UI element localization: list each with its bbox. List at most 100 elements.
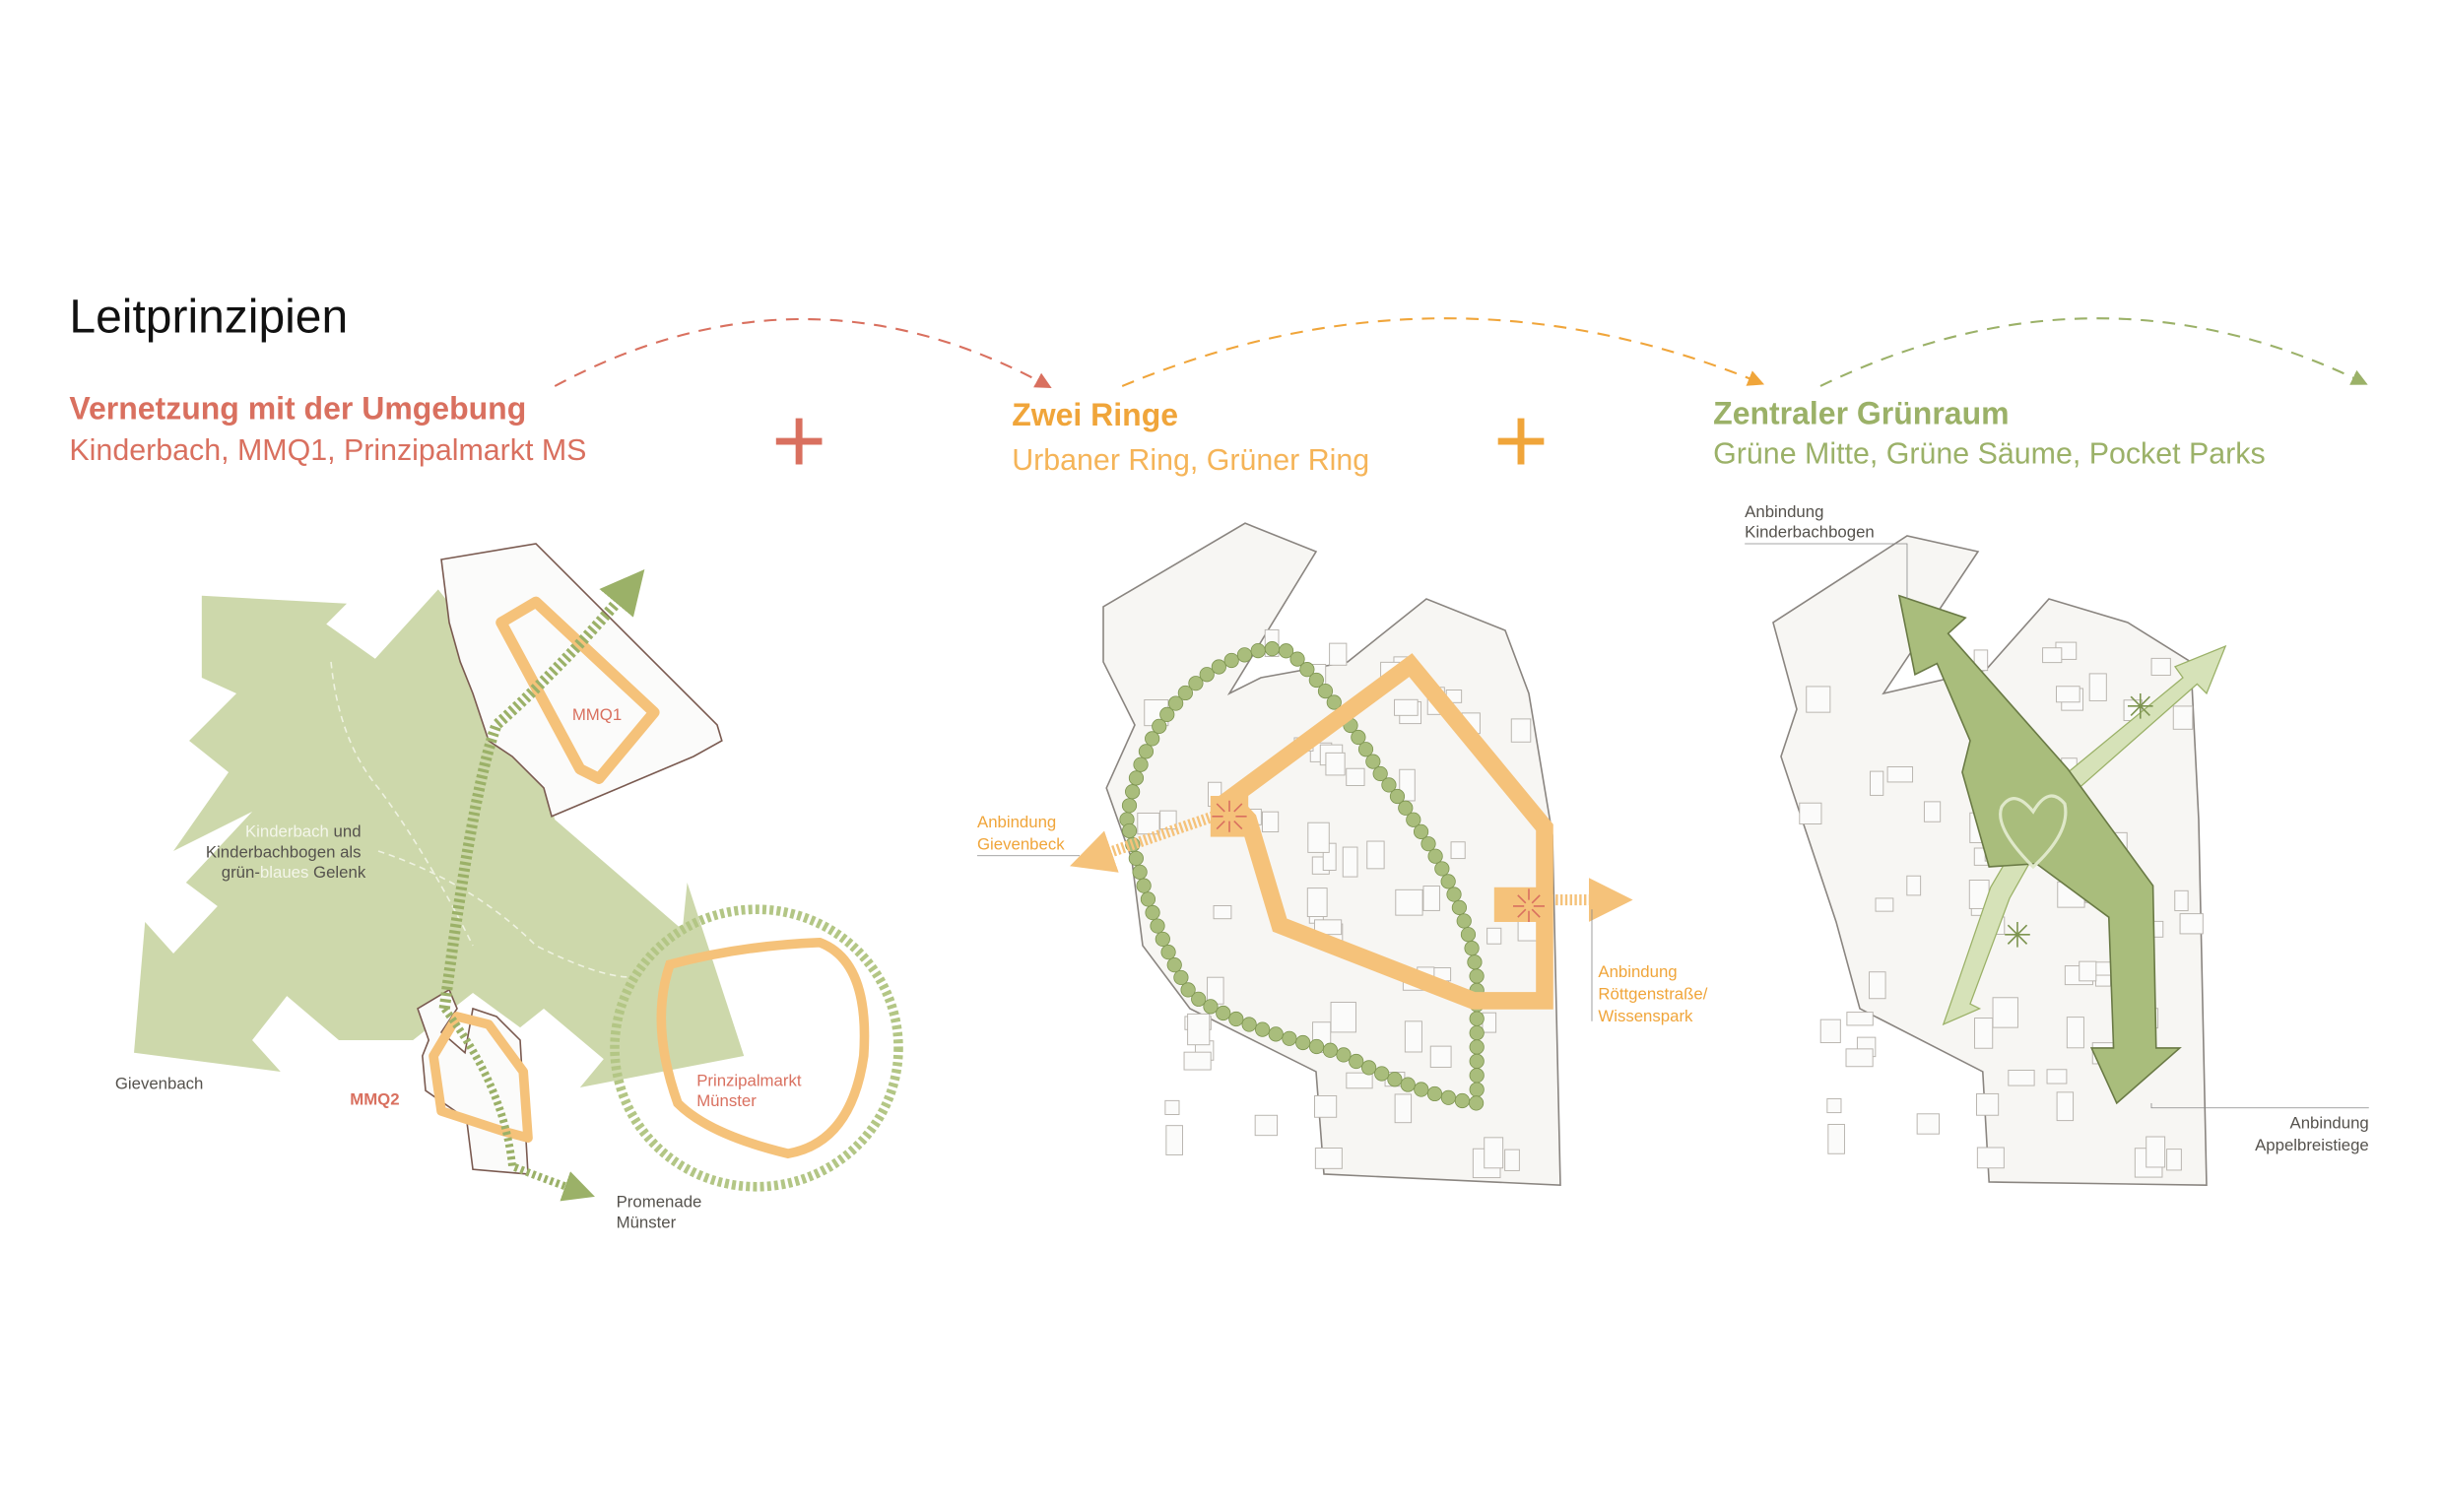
- tree: [1469, 968, 1485, 984]
- tree: [1228, 1011, 1244, 1027]
- mmq1-ring: [495, 596, 660, 784]
- tree: [1289, 651, 1305, 667]
- building: [2150, 657, 2171, 676]
- building: [1306, 887, 1328, 917]
- building: [1422, 886, 1440, 911]
- tree: [1211, 659, 1226, 675]
- building: [2056, 686, 2080, 703]
- tree: [1132, 864, 1148, 880]
- tree: [1282, 1030, 1297, 1046]
- tree: [1381, 777, 1397, 793]
- building: [1314, 919, 1343, 936]
- building: [1307, 822, 1330, 853]
- building: [2079, 960, 2097, 982]
- tree: [1469, 1011, 1485, 1026]
- tree: [1136, 878, 1152, 893]
- tree: [1155, 931, 1170, 948]
- pocket-park-star-north: [2127, 692, 2153, 719]
- building: [2042, 647, 2063, 664]
- tree: [1295, 1034, 1311, 1051]
- building: [1827, 1124, 1845, 1154]
- building: [1164, 1099, 1180, 1115]
- tree: [1400, 1077, 1416, 1092]
- tree: [1160, 945, 1176, 960]
- tree: [1469, 1024, 1485, 1041]
- tree: [1128, 770, 1145, 786]
- green-path-south: [441, 1006, 595, 1202]
- label-kinderbach: Kinderbach und Kinderbachbogen als grün-…: [206, 822, 366, 883]
- green-path-north: [438, 568, 645, 1010]
- green-seam-arrow: [1942, 644, 2227, 1026]
- prinzipalmarkt-green-ring: [610, 904, 903, 1192]
- building: [1366, 840, 1385, 870]
- tree: [1241, 1017, 1257, 1032]
- tree: [1268, 1026, 1284, 1042]
- tree: [1255, 1021, 1271, 1037]
- tree: [1180, 982, 1196, 998]
- building: [1482, 1012, 1497, 1033]
- tree: [1361, 1060, 1377, 1076]
- tree: [1464, 941, 1480, 956]
- tree: [1308, 1038, 1325, 1055]
- prinzipalmarkt-ring: [656, 937, 870, 1159]
- tree: [1426, 1085, 1443, 1102]
- tree: [1145, 731, 1160, 747]
- tree: [1336, 1047, 1352, 1063]
- tree: [1203, 999, 1219, 1015]
- tree: [1317, 684, 1334, 699]
- tree: [1451, 899, 1468, 915]
- building: [1314, 1094, 1338, 1118]
- tree: [1177, 685, 1193, 701]
- building: [1254, 1114, 1279, 1137]
- tree: [1121, 822, 1138, 839]
- building: [1906, 875, 1922, 896]
- building: [1159, 810, 1177, 830]
- tree: [1278, 643, 1294, 659]
- buildings: [1799, 641, 2204, 1178]
- building: [2146, 1136, 2166, 1168]
- tree: [1250, 642, 1266, 659]
- building: [1886, 766, 1914, 783]
- tree: [1145, 904, 1160, 921]
- building: [1869, 971, 1886, 1000]
- tree: [1351, 729, 1366, 746]
- tree-ring: [1119, 641, 1485, 1111]
- building: [1404, 1020, 1422, 1053]
- tree: [1398, 800, 1414, 816]
- pocket-square-west: [1210, 795, 1249, 837]
- tree: [1223, 652, 1239, 669]
- building: [1450, 841, 1466, 860]
- building: [1329, 642, 1348, 666]
- tree: [1299, 662, 1315, 678]
- tree: [1357, 742, 1374, 757]
- tree: [1469, 1053, 1485, 1069]
- tree: [1133, 756, 1149, 772]
- building: [2179, 913, 2204, 935]
- urban-ring: [1216, 653, 1553, 1010]
- tree: [1326, 694, 1342, 710]
- building: [2172, 705, 2194, 730]
- building: [1486, 927, 1502, 945]
- tree: [1168, 695, 1184, 711]
- building: [1187, 1013, 1211, 1046]
- building: [1976, 1147, 2005, 1169]
- building: [1325, 752, 1346, 776]
- building: [1395, 888, 1423, 916]
- tree: [1427, 848, 1443, 864]
- building: [1165, 1125, 1183, 1155]
- tree: [1456, 913, 1472, 929]
- tree: [1121, 798, 1138, 814]
- page-title: Leitprinzipien: [69, 292, 348, 344]
- tree: [1413, 823, 1429, 839]
- mmq2-ring: [429, 1012, 533, 1143]
- dashed-arc-orange: [1121, 317, 1765, 387]
- building: [1261, 811, 1280, 833]
